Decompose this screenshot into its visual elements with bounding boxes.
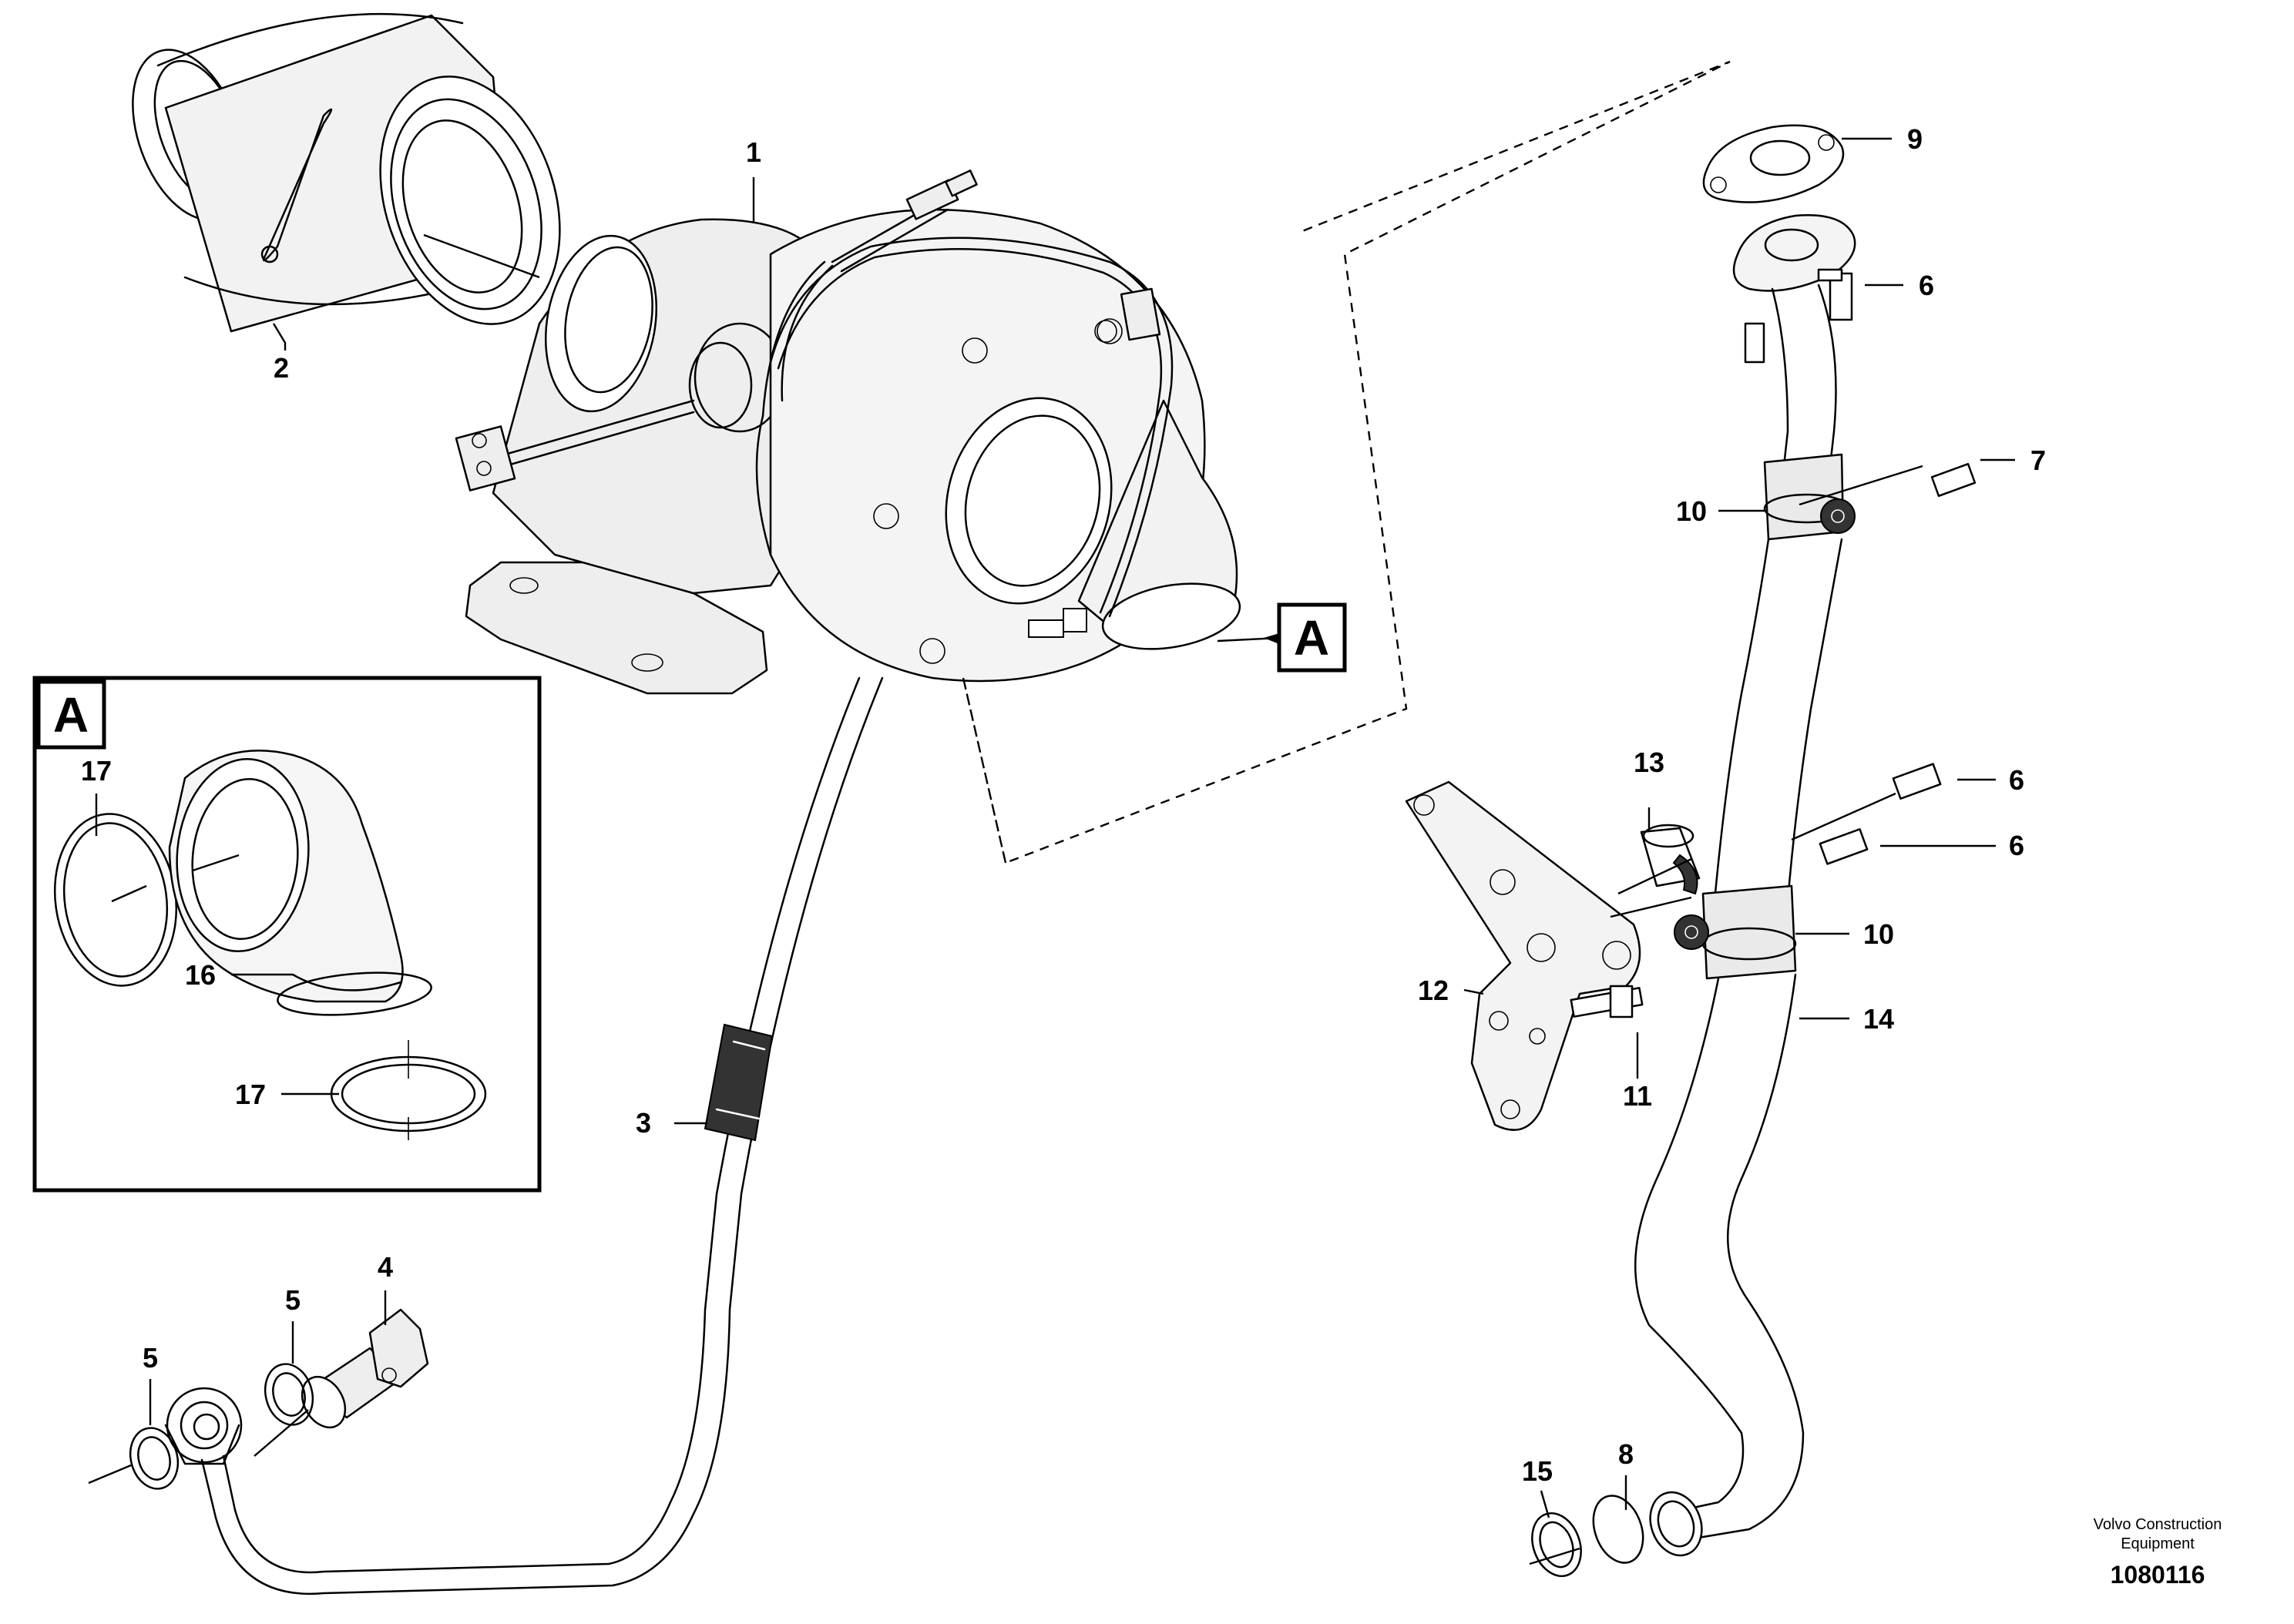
credit-line-2: Equipment (2121, 1535, 2195, 1552)
callout-5-upper: 5 (285, 1284, 301, 1316)
callout-10-lower: 10 (1863, 918, 1894, 950)
detail-ref-label-a: A (1294, 610, 1329, 666)
callout-9: 9 (1907, 123, 1923, 155)
credit-line-1: Volvo Construction (2094, 1516, 2222, 1533)
callout-11: 11 (1623, 1080, 1652, 1112)
air-hose-connector (132, 12, 561, 333)
callout-6-mid: 6 (2009, 764, 2024, 796)
callout-2: 2 (274, 352, 289, 384)
leader-lines (88, 137, 2015, 1565)
callout-5-lower: 5 (143, 1342, 158, 1374)
callout-17-upper: 17 (81, 755, 112, 787)
callout-15: 15 (1522, 1455, 1553, 1487)
turbocharger (455, 169, 1241, 695)
callout-6-top: 6 (1919, 270, 1934, 301)
sealing-washer-upper (264, 1363, 314, 1426)
callout-13: 13 (1634, 747, 1664, 778)
mounting-bracket (1405, 780, 1641, 1131)
callout-labels: 1 2 3 4 5 5 6 6 6 7 8 9 10 10 11 12 13 1… (81, 123, 2046, 1487)
callout-17-lower: 17 (235, 1079, 266, 1110)
callout-10-upper: 10 (1676, 495, 1707, 527)
detail-label-a: A (53, 687, 89, 743)
callout-7: 7 (2030, 445, 2046, 476)
callout-6-low: 6 (2009, 830, 2024, 861)
callout-4: 4 (378, 1251, 393, 1283)
sealing-washer-lower (129, 1427, 180, 1490)
callout-3: 3 (636, 1107, 651, 1139)
callout-12: 12 (1418, 975, 1449, 1006)
bracket-bolt (1570, 985, 1644, 1018)
callout-14: 14 (1863, 1003, 1894, 1035)
callout-16: 16 (185, 959, 216, 991)
oil-feed-pipe (164, 676, 884, 1595)
detail-reference-a (1217, 602, 1347, 673)
oil-return-pipe (1531, 124, 1977, 1578)
banjo-bolt (301, 1308, 429, 1429)
detail-view-a (32, 676, 542, 1193)
callout-1: 1 (746, 136, 761, 168)
drawing-number: 1080116 (2111, 1561, 2205, 1589)
callout-8: 8 (1618, 1438, 1634, 1470)
detail-boundary (962, 60, 1731, 864)
